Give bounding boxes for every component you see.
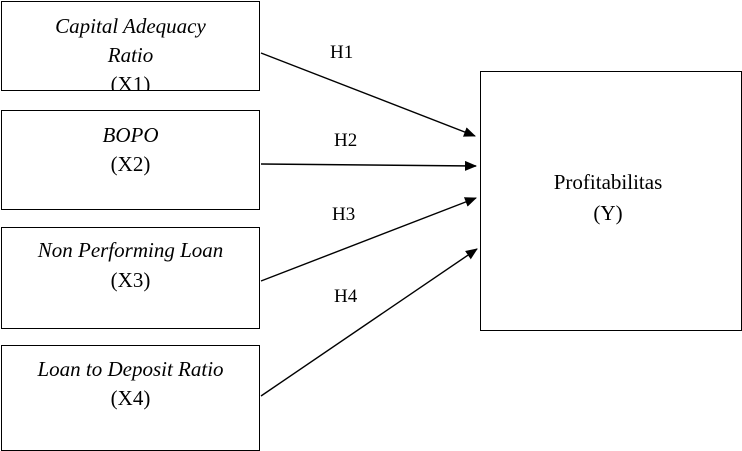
dependent-code: (Y) xyxy=(593,201,623,225)
dependent-box-y: Profitabilitas (Y) xyxy=(480,71,742,331)
variable-code-x3: (X3) xyxy=(110,268,151,292)
variable-code-x2: (X2) xyxy=(110,152,151,176)
arrow-h4 xyxy=(260,248,478,397)
hypothesis-label-h1: H1 xyxy=(330,42,354,63)
variable-code-x4: (X4) xyxy=(110,386,151,410)
variable-name-x3: Non Performing Loan xyxy=(37,238,224,262)
arrow-h2 xyxy=(260,160,477,171)
variable-box-x1: Capital Adequacy Ratio (X1) xyxy=(1,1,260,91)
variable-name-x1-line2: Ratio xyxy=(107,43,154,67)
variable-name-x1-line1: Capital Adequacy xyxy=(55,14,206,38)
arrow-h3 xyxy=(260,197,477,282)
variable-code-x1: (X1) xyxy=(110,72,151,91)
hypothesis-label-h2: H2 xyxy=(334,130,358,151)
variable-box-x4: Loan to Deposit Ratio (X4) xyxy=(1,345,260,451)
variable-box-x2: BOPO (X2) xyxy=(1,110,260,210)
hypothesis-label-h3: H3 xyxy=(332,204,356,225)
variable-name-x4: Loan to Deposit Ratio xyxy=(37,357,224,381)
dependent-name: Profitabilitas xyxy=(553,170,663,194)
variable-name-x2: BOPO xyxy=(102,123,159,147)
hypothesis-label-h4: H4 xyxy=(334,286,358,307)
arrow-h1 xyxy=(260,52,476,137)
variable-box-x3: Non Performing Loan (X3) xyxy=(1,227,260,329)
